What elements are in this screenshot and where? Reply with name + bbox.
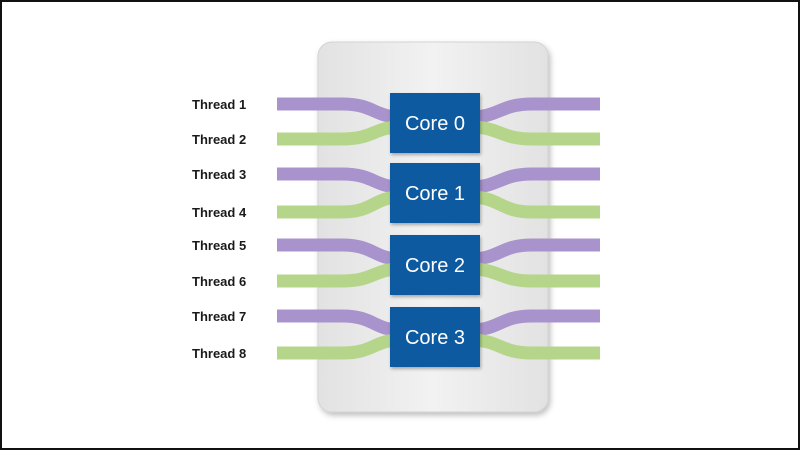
core-rect-2 xyxy=(390,235,480,295)
thread-label-3: Thread 3 xyxy=(192,167,246,182)
core-rect-3 xyxy=(390,307,480,367)
core-label-1: Core 1 xyxy=(405,183,465,205)
thread-label-7: Thread 7 xyxy=(192,309,246,324)
thread-label-5: Thread 5 xyxy=(192,238,246,253)
thread-label-6: Thread 6 xyxy=(192,274,246,289)
core-box-0: Core 0 xyxy=(390,93,480,153)
cores: Core 0 Core 1 Core 2 Core 3 xyxy=(390,93,480,367)
core-box-1: Core 1 xyxy=(390,163,480,223)
thread-label-2: Thread 2 xyxy=(192,132,246,147)
core-rect-1 xyxy=(390,163,480,223)
thread-labels: Thread 1 Thread 2 Thread 3 Thread 4 Thread 5… xyxy=(192,97,247,361)
core-label-0: Core 0 xyxy=(405,113,465,135)
core-box-3: Core 3 xyxy=(390,307,480,367)
thread-label-1: Thread 1 xyxy=(192,97,246,112)
thread-label-4: Thread 4 xyxy=(192,205,247,220)
core-label-2: Core 2 xyxy=(405,255,465,277)
core-box-2: Core 2 xyxy=(390,235,480,295)
core-rect-0 xyxy=(390,93,480,153)
thread-label-8: Thread 8 xyxy=(192,346,246,361)
core-label-3: Core 3 xyxy=(405,327,465,349)
